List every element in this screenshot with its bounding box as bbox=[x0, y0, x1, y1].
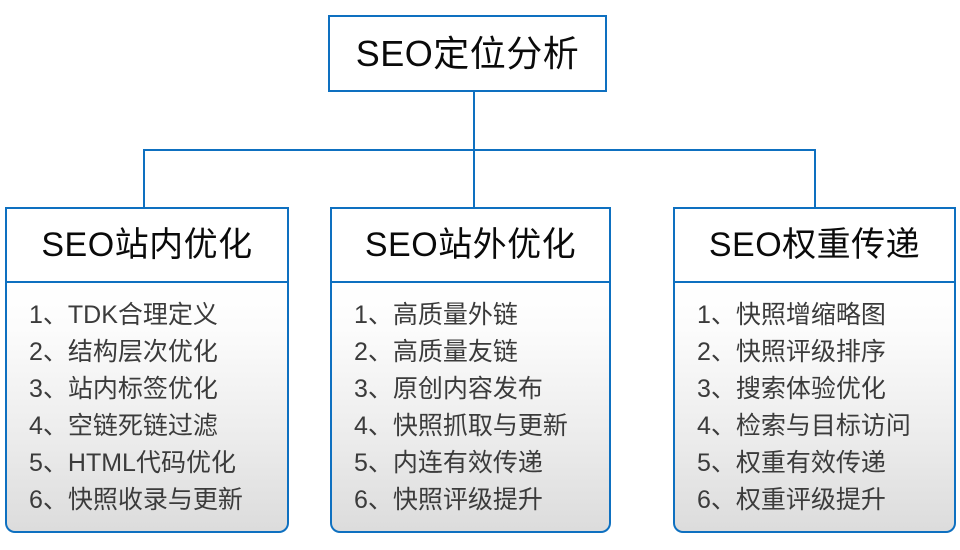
list-item: 5、权重有效传递 bbox=[697, 449, 886, 477]
list-item: 1、TDK合理定义 bbox=[29, 301, 218, 329]
branch-3-header-label: SEO权重传递 bbox=[708, 226, 921, 264]
branch-1-list: 1、TDK合理定义 2、结构层次优化 3、站内标签优化 4、空链死链过滤 5、H… bbox=[7, 297, 287, 519]
branch-2-list: 1、高质量外链 2、高质量友链 3、原创内容发布 4、快照抓取与更新 5、内连有… bbox=[332, 297, 609, 519]
connector-drop-branch-3 bbox=[814, 149, 816, 207]
list-item: 2、结构层次优化 bbox=[29, 338, 218, 366]
root-node-seo-positioning-analysis[interactable]: SEO定位分析 bbox=[328, 15, 607, 92]
list-item: 3、站内标签优化 bbox=[29, 375, 218, 403]
list-item: 1、高质量外链 bbox=[354, 301, 518, 329]
connector-drop-branch-1 bbox=[143, 149, 145, 207]
branch-3-body: 1、快照增缩略图 2、快照评级排序 3、搜索体验优化 4、检索与目标访问 5、权… bbox=[673, 283, 956, 533]
list-item: 6、快照收录与更新 bbox=[29, 486, 243, 514]
branch-2-header-label: SEO站外优化 bbox=[364, 226, 577, 264]
list-item: 2、高质量友链 bbox=[354, 338, 518, 366]
root-node-label: SEO定位分析 bbox=[355, 32, 580, 74]
branch-2-body: 1、高质量外链 2、高质量友链 3、原创内容发布 4、快照抓取与更新 5、内连有… bbox=[330, 283, 611, 533]
branch-1-header[interactable]: SEO站内优化 bbox=[5, 207, 289, 283]
list-item: 4、空链死链过滤 bbox=[29, 412, 218, 440]
list-item: 6、权重评级提升 bbox=[697, 486, 886, 514]
list-item: 3、搜索体验优化 bbox=[697, 375, 886, 403]
branch-1-header-label: SEO站内优化 bbox=[41, 226, 253, 264]
connector-drop-branch-2 bbox=[473, 149, 475, 207]
list-item: 6、快照评级提升 bbox=[354, 486, 543, 514]
list-item: 1、快照增缩略图 bbox=[697, 301, 886, 329]
branch-onsite-optimization: SEO站内优化 1、TDK合理定义 2、结构层次优化 3、站内标签优化 4、空链… bbox=[5, 207, 289, 533]
list-item: 5、内连有效传递 bbox=[354, 449, 543, 477]
list-item: 4、快照抓取与更新 bbox=[354, 412, 568, 440]
branch-3-list: 1、快照增缩略图 2、快照评级排序 3、搜索体验优化 4、检索与目标访问 5、权… bbox=[675, 297, 954, 519]
list-item: 2、快照评级排序 bbox=[697, 338, 886, 366]
list-item: 5、HTML代码优化 bbox=[29, 449, 236, 477]
branch-offsite-optimization: SEO站外优化 1、高质量外链 2、高质量友链 3、原创内容发布 4、快照抓取与… bbox=[330, 207, 611, 533]
connector-horizontal-bus bbox=[143, 149, 816, 151]
branch-2-header[interactable]: SEO站外优化 bbox=[330, 207, 611, 283]
branch-1-body: 1、TDK合理定义 2、结构层次优化 3、站内标签优化 4、空链死链过滤 5、H… bbox=[5, 283, 289, 533]
list-item: 3、原创内容发布 bbox=[354, 375, 543, 403]
connector-root-stem bbox=[473, 92, 475, 150]
branch-weight-transfer: SEO权重传递 1、快照增缩略图 2、快照评级排序 3、搜索体验优化 4、检索与… bbox=[673, 207, 956, 533]
branch-3-header[interactable]: SEO权重传递 bbox=[673, 207, 956, 283]
list-item: 4、检索与目标访问 bbox=[697, 412, 911, 440]
